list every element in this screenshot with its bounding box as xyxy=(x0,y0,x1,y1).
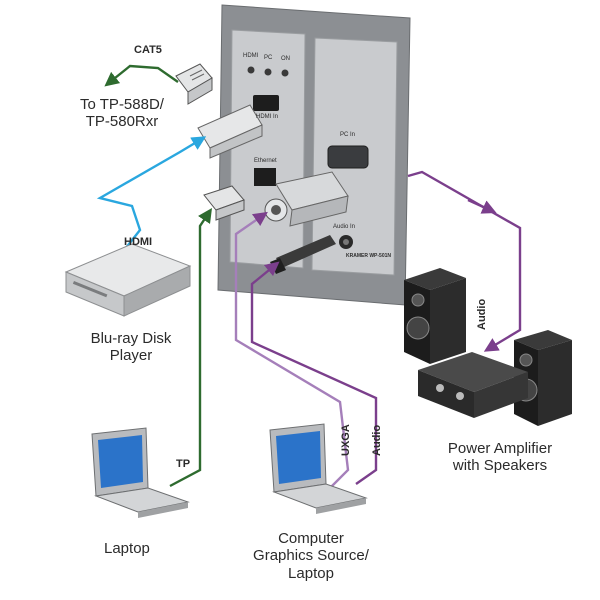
audio-in-label: Audio In xyxy=(333,224,356,230)
uxga-label: UXGA xyxy=(340,424,352,456)
audio-source-label: Audio xyxy=(371,424,383,456)
led-label-hdmi: HDMI xyxy=(243,53,259,59)
ethernet-port xyxy=(254,168,276,186)
on-led xyxy=(281,69,289,77)
pc-in-port xyxy=(327,145,369,169)
audio-source-cable xyxy=(250,261,378,485)
laptop-1 xyxy=(91,427,190,518)
tp-rj45-plug xyxy=(203,185,245,221)
to-tp-label: To TP-588D/ TP-580Rxr xyxy=(62,96,182,131)
bluray-player xyxy=(64,243,192,317)
led-label-pc: PC xyxy=(264,55,273,61)
audio-in-jack xyxy=(339,235,353,249)
status-leds xyxy=(247,66,289,77)
hdmi-plug xyxy=(197,104,263,159)
computer-label-line3: Laptop xyxy=(288,564,334,582)
audio-amp-label: Audio xyxy=(476,298,488,330)
uxga-cable xyxy=(234,211,350,489)
cat5-label: CAT5 xyxy=(134,44,162,56)
computer-label-line1: Computer xyxy=(278,530,344,547)
computer-label-line2: Graphics Source/ xyxy=(253,547,369,565)
hdmi-led xyxy=(247,66,255,74)
ethernet-label: Ethernet xyxy=(254,158,277,164)
pc-in-label: PC In xyxy=(340,132,356,138)
tp-label: TP xyxy=(176,458,191,470)
tp-cable xyxy=(169,208,212,488)
wall-plate xyxy=(217,4,411,306)
bluray-label: Blu-ray Disk Player xyxy=(66,330,196,365)
audio-amp-cable xyxy=(407,170,522,352)
speaker-left xyxy=(404,268,466,364)
laptop-2 xyxy=(269,423,368,514)
amplifier-label: Power Amplifier with Speakers xyxy=(410,440,590,475)
amplifier-label-line1: Power Amplifier xyxy=(447,440,553,457)
hdmi-in-port xyxy=(253,95,279,111)
speaker-right xyxy=(514,330,572,426)
hdmi-in-label: HDMI In xyxy=(256,114,279,120)
to-tp-label-line1: To TP-588D/ xyxy=(80,96,164,113)
brand-label: KRAMER WP-501N xyxy=(346,253,392,259)
cat5-rj45-plug xyxy=(175,63,213,105)
computer-label: Computer Graphics Source/ Laptop xyxy=(226,530,396,582)
hdmi-label: HDMI xyxy=(124,236,153,248)
audio-amp-arrow xyxy=(467,198,497,214)
power-amplifier xyxy=(418,352,528,418)
pc-led xyxy=(264,68,272,76)
bluray-label-line2: Player xyxy=(109,347,153,365)
cat5-cable xyxy=(104,64,179,87)
to-tp-label-line2: TP-580Rxr xyxy=(85,113,159,131)
vga-plug xyxy=(264,171,349,227)
bluray-label-line1: Blu-ray Disk xyxy=(90,330,172,347)
led-label-on: ON xyxy=(281,56,290,62)
laptop-label: Laptop xyxy=(104,540,150,557)
amplifier-label-line2: with Speakers xyxy=(452,457,548,475)
